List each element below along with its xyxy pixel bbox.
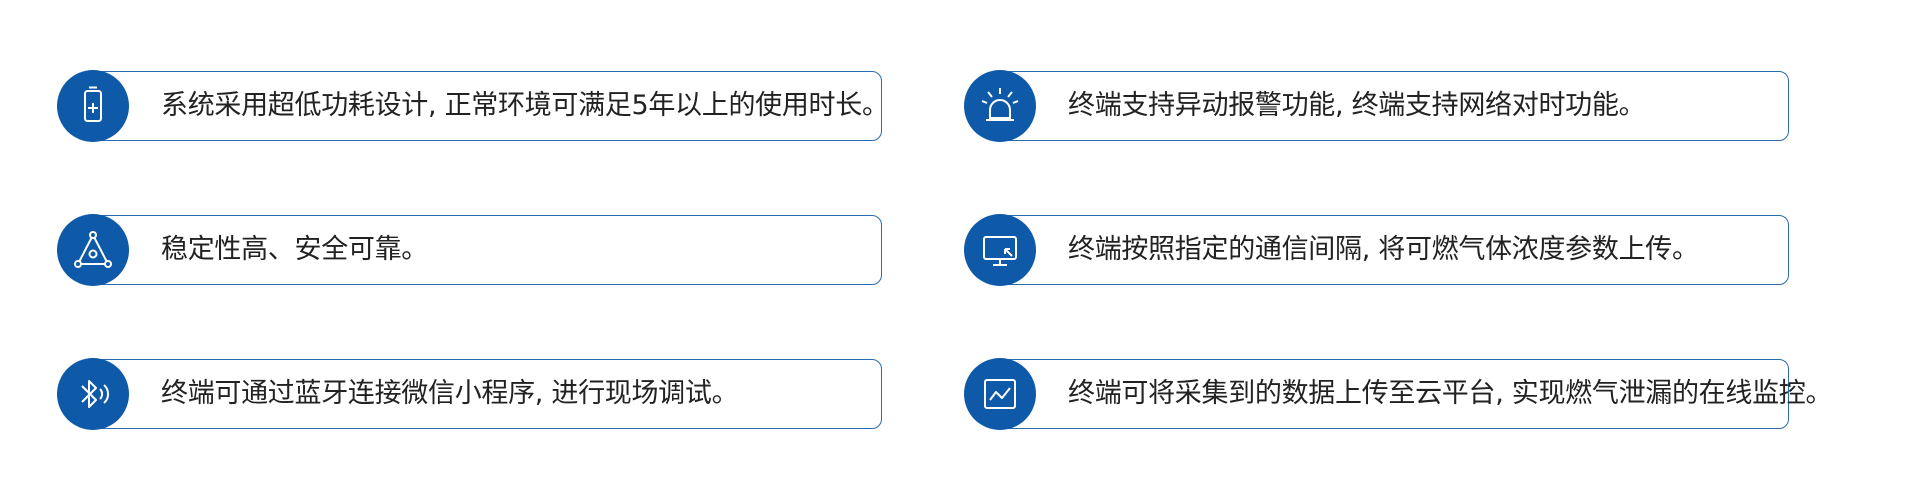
- feature-text: 终端可将采集到的数据上传至云平台, 实现燃气泄漏的在线监控。: [1068, 378, 1833, 409]
- feature-icon-badge: [964, 70, 1036, 142]
- bluetooth-icon: [81, 380, 110, 408]
- feature-item-cloud-monitoring: 终端可将采集到的数据上传至云平台, 实现燃气泄漏的在线监控。: [964, 358, 1832, 430]
- feature-box: [992, 359, 1789, 429]
- feature-text: 系统采用超低功耗设计, 正常环境可满足5年以上的使用时长。: [161, 90, 889, 121]
- feature-icon-badge: [964, 358, 1036, 430]
- feature-icon-badge: [964, 214, 1036, 286]
- feature-text: 终端可通过蓝牙连接微信小程序, 进行现场调试。: [161, 378, 739, 409]
- feature-box: [85, 215, 882, 285]
- feature-icon-badge: [57, 214, 129, 286]
- feature-item-alarm: 终端支持异动报警功能, 终端支持网络对时功能。: [964, 70, 1789, 142]
- feature-item-bluetooth: 终端可通过蓝牙连接微信小程序, 进行现场调试。: [57, 358, 882, 430]
- feature-item-low-power: 系统采用超低功耗设计, 正常环境可满足5年以上的使用时长。: [57, 70, 889, 142]
- feature-box: [85, 359, 882, 429]
- feature-box: [992, 71, 1789, 141]
- feature-text: 终端按照指定的通信间隔, 将可燃气体浓度参数上传。: [1068, 234, 1699, 265]
- feature-icon-badge: [57, 70, 129, 142]
- feature-text: 终端支持异动报警功能, 终端支持网络对时功能。: [1068, 90, 1646, 121]
- feature-text: 稳定性高、安全可靠。: [161, 234, 428, 265]
- line-chart-icon: [984, 379, 1016, 409]
- monitor-cursor-icon: [983, 236, 1017, 266]
- feature-box: [85, 71, 882, 141]
- alarm-light-icon: [981, 88, 1019, 121]
- triangle-network-icon: [74, 231, 112, 268]
- feature-item-upload-interval: 终端按照指定的通信间隔, 将可燃气体浓度参数上传。: [964, 214, 1789, 286]
- feature-icon-badge: [57, 358, 129, 430]
- battery-icon: [84, 86, 102, 122]
- feature-item-stability: 稳定性高、安全可靠。: [57, 214, 882, 286]
